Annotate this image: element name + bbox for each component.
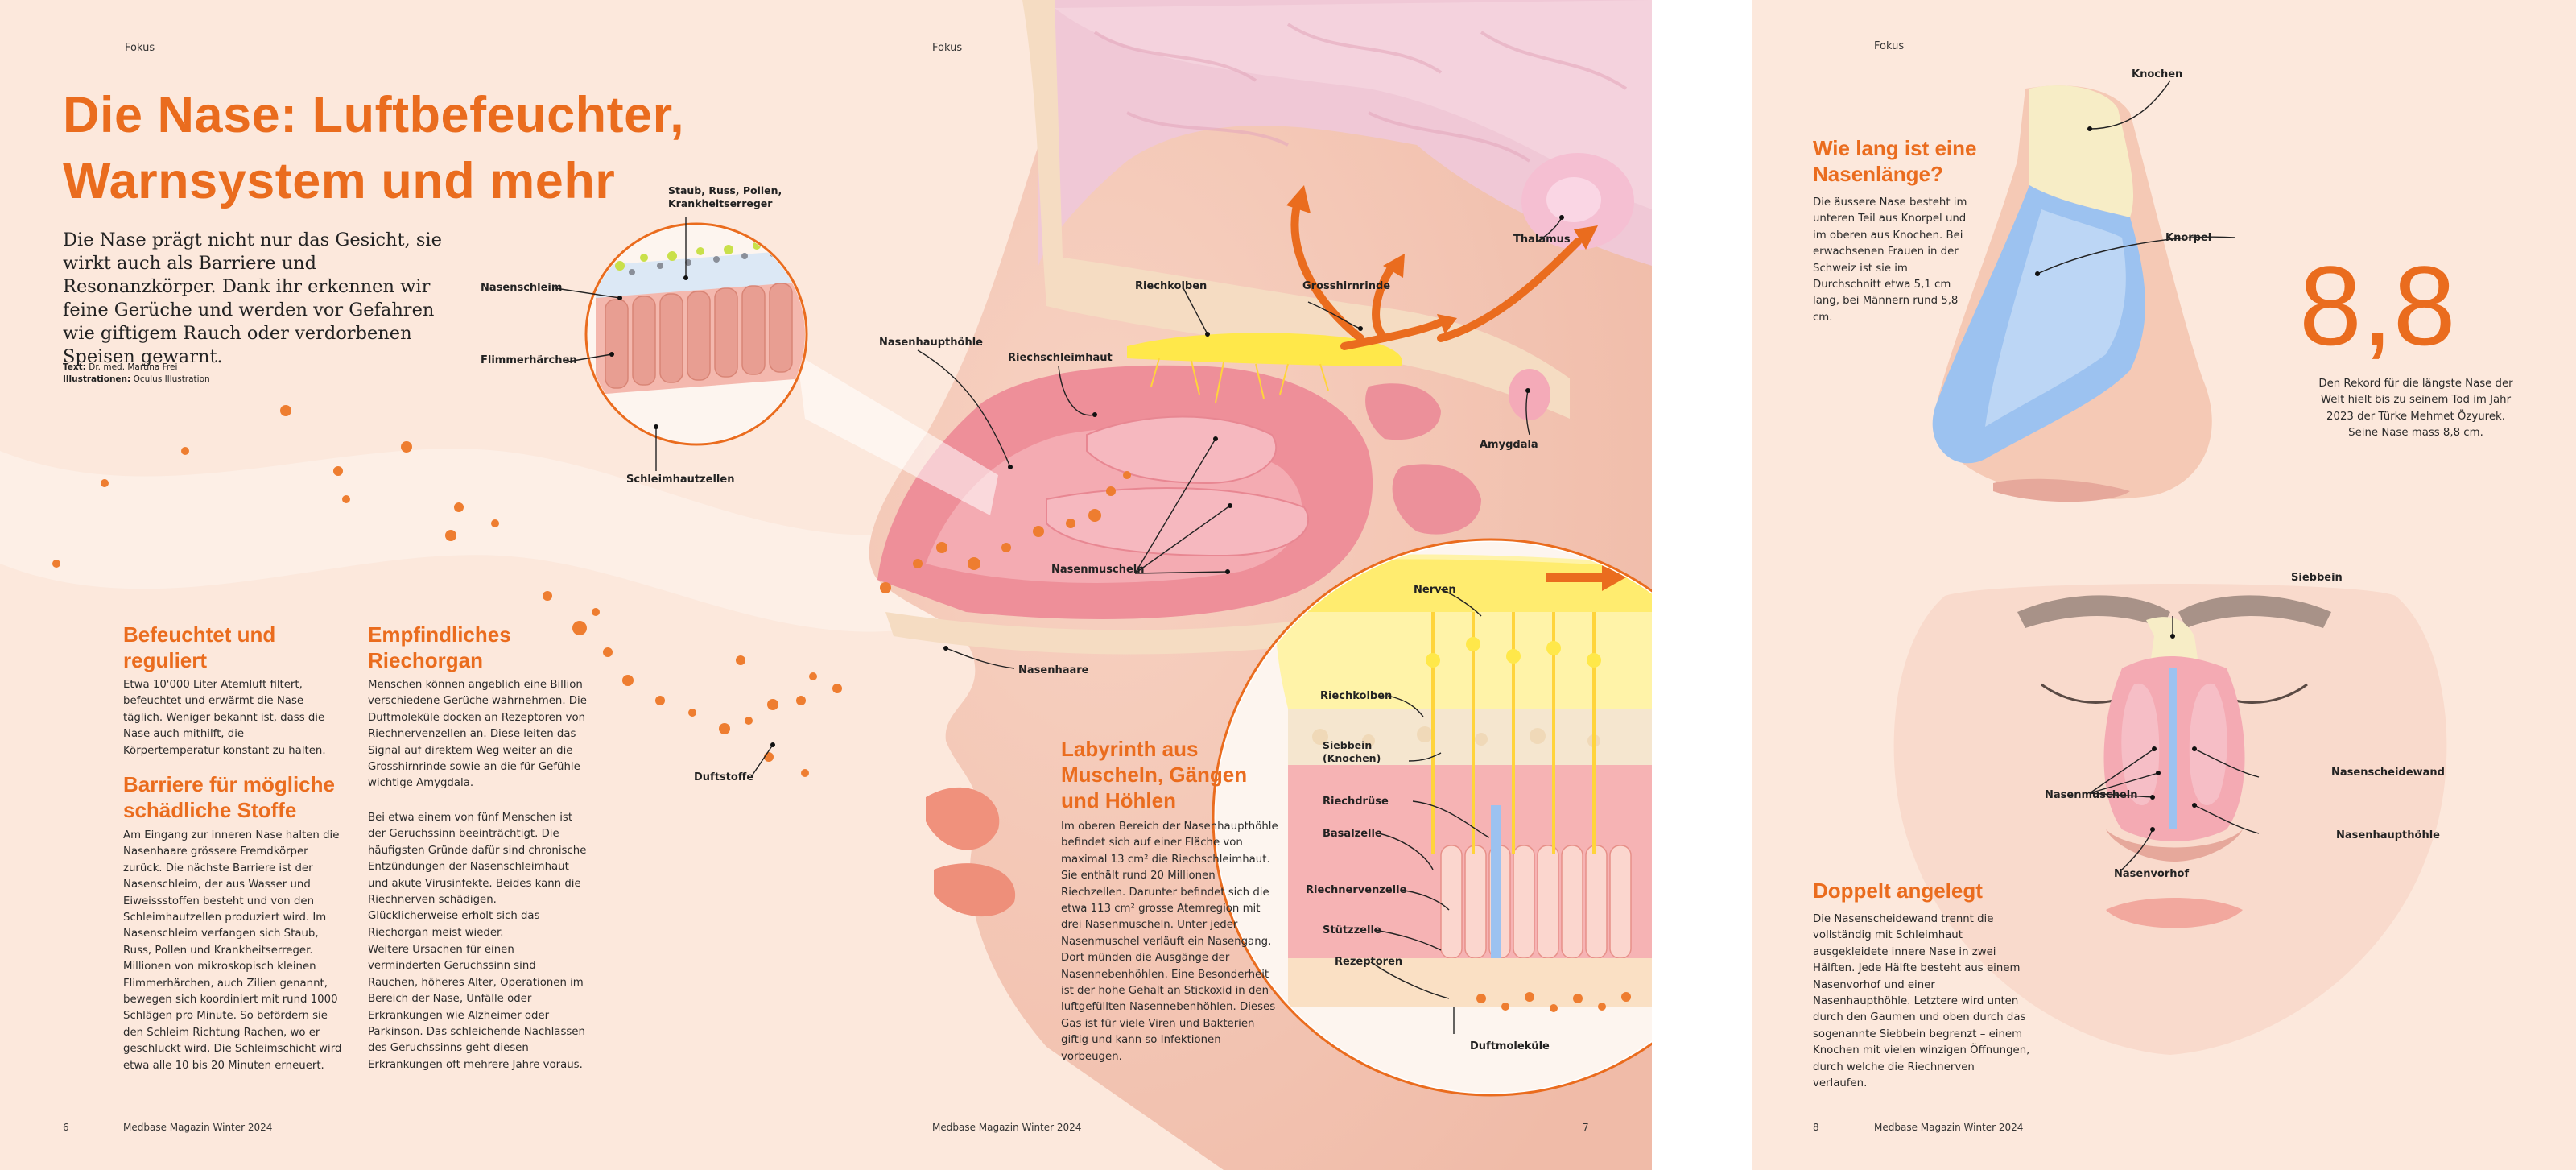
heading-nasenlaenge-line1: Wie lang ist eine	[1813, 136, 1977, 160]
anatomy-illustration	[52, 0, 1652, 1170]
section-label-mid: Fokus	[932, 42, 963, 54]
label-nasenscheidewand: Nasenscheidewand	[2331, 767, 2445, 779]
heading-riechorgan-line2: Riechorgan	[368, 648, 484, 672]
label-inset-riechdruese: Riechdrüse	[1323, 796, 1389, 808]
text-nasenlaenge: Die äussere Nase besteht im unteren Teil…	[1813, 196, 1967, 324]
big-number: 8,8	[2299, 242, 2456, 369]
heading-nasenlaenge: Wie lang ist eine Nasenlänge?	[1813, 135, 1976, 187]
page-8: Fokus Wie lang ist eine Nasenlänge? Die …	[1752, 0, 2576, 1170]
intro-paragraph: Die Nase prägt nicht nur das Gesicht, si…	[63, 229, 442, 367]
footer-magazine-page8: Medbase Magazin Winter 2024	[1874, 1122, 2024, 1133]
heading-barriere-line2: schädliche Stoffe	[123, 798, 297, 822]
label-grosshirnrinde: Grosshirnrinde	[1302, 280, 1391, 292]
label-nasenhaupthoehle-front: Nasenhaupthöhle	[2336, 829, 2440, 841]
heading-befeuchtet: Befeuchtet und reguliert	[123, 622, 275, 673]
label-schleimhautzellen: Schleimhautzellen	[626, 473, 735, 486]
label-inset-siebbein-line1: Siebbein	[1323, 739, 1373, 751]
credit-text-label: Text:	[63, 362, 86, 372]
nose-illustrations	[1893, 80, 2447, 1055]
text-riechorgan-2: Bei etwa einem von fünf Menschen ist der…	[368, 812, 587, 939]
text-riechorgan-1: Menschen können angeblich eine Billion v…	[368, 679, 587, 790]
label-inset-rezeptoren: Rezeptoren	[1335, 956, 1403, 968]
text-doppelt: Die Nasenscheidewand trennt die vollstän…	[1813, 913, 2030, 1090]
footer-page-number-8: 8	[1813, 1122, 1819, 1133]
credit-illu-value: Oculus Illustration	[133, 374, 210, 384]
heading-labyrinth-line1: Labyrinth aus	[1061, 737, 1199, 761]
label-inset-siebbein: Siebbein (Knochen)	[1323, 739, 1411, 765]
footer-page-number-7: 7	[1583, 1122, 1589, 1133]
label-flimmerhaerchen: Flimmerhärchen	[481, 354, 577, 366]
section-label-page8: Fokus	[1874, 40, 1905, 52]
label-siebbein: Siebbein	[2291, 572, 2343, 584]
label-knochen: Knochen	[2132, 68, 2183, 81]
label-inset-siebbein-line2: (Knochen)	[1323, 752, 1381, 764]
heading-labyrinth: Labyrinth aus Muscheln, Gängen und Höhle…	[1061, 736, 1247, 813]
heading-befeuchtet-line2: reguliert	[123, 648, 208, 672]
label-nasenhaare: Nasenhaare	[1018, 664, 1089, 676]
text-record: Den Rekord für die längste Nase der Welt…	[2318, 378, 2513, 440]
label-inset-riechnervenzelle: Riechnervenzelle	[1306, 884, 1407, 896]
heading-barriere-line1: Barriere für mögliche	[123, 772, 335, 796]
label-inset-duftmolekuele: Duftmoleküle	[1470, 1040, 1550, 1052]
credits: Text: Dr. med. Martina Frei Illustration…	[63, 362, 210, 386]
label-riechkolben: Riechkolben	[1135, 280, 1208, 292]
title-line-1: Die Nase: Luftbefeuchter,	[63, 87, 685, 143]
spread-pages-6-7: Fokus Fokus Die Nase: Luftbefeuchter, Wa…	[0, 0, 1652, 1170]
label-nasenmuscheln: Nasenmuscheln	[1051, 564, 1145, 576]
label-inset-stuetzzelle: Stützzelle	[1323, 924, 1381, 936]
heading-nasenlaenge-line2: Nasenlänge?	[1813, 162, 1943, 186]
heading-labyrinth-line3: und Höhlen	[1061, 788, 1176, 812]
heading-doppelt: Doppelt angelegt	[1813, 879, 1983, 903]
label-amygdala: Amygdala	[1480, 439, 1538, 451]
label-nasenvorhof: Nasenvorhof	[2114, 868, 2190, 880]
label-inset-basalzelle: Basalzelle	[1323, 828, 1382, 840]
text-barriere: Am Eingang zur inneren Nase halten die N…	[123, 829, 342, 1072]
heading-labyrinth-line2: Muscheln, Gängen	[1061, 763, 1248, 787]
heading-riechorgan-line1: Empfindliches	[368, 622, 511, 647]
footer-magazine-mid: Medbase Magazin Winter 2024	[932, 1122, 1082, 1133]
label-nasenmuscheln-front: Nasenmuscheln	[2045, 789, 2138, 801]
text-labyrinth: Im oberen Bereich der Nasenhaupthöhle be…	[1061, 821, 1278, 1063]
title-line-2: Warnsystem und mehr	[63, 153, 616, 209]
label-inset-nerven: Nerven	[1414, 584, 1456, 596]
section-label-left: Fokus	[125, 42, 155, 54]
label-nasenhaupthoehle: Nasenhaupthöhle	[879, 337, 983, 349]
label-thalamus: Thalamus	[1513, 234, 1571, 246]
label-riechschleimhaut: Riechschleimhaut	[1008, 352, 1113, 364]
label-duftstoffe: Duftstoffe	[694, 771, 754, 783]
footer-magazine-left: Medbase Magazin Winter 2024	[123, 1122, 273, 1133]
heading-riechorgan: Empfindliches Riechorgan	[368, 622, 511, 673]
label-staub: Staub, Russ, Pollen, Krankheitserreger	[668, 184, 782, 209]
footer-page-number-6: 6	[63, 1122, 69, 1133]
credit-text-value: Dr. med. Martina Frei	[89, 362, 178, 372]
heading-barriere: Barriere für mögliche schädliche Stoffe	[123, 771, 335, 823]
page-title: Die Nase: Luftbefeuchter, Warnsystem und…	[63, 82, 787, 214]
text-befeuchtet: Etwa 10'000 Liter Atemluft filtert, befe…	[123, 679, 326, 757]
credit-illu-label: Illustrationen:	[63, 374, 131, 384]
heading-befeuchtet-line1: Befeuchtet und	[123, 622, 276, 647]
label-inset-riechkolben: Riechkolben	[1320, 690, 1393, 702]
label-nasenschleim: Nasenschleim	[481, 282, 563, 294]
text-riechorgan-3: Weitere Ursachen für einen verminderten …	[368, 944, 585, 1071]
label-knorpel: Knorpel	[2165, 232, 2212, 244]
